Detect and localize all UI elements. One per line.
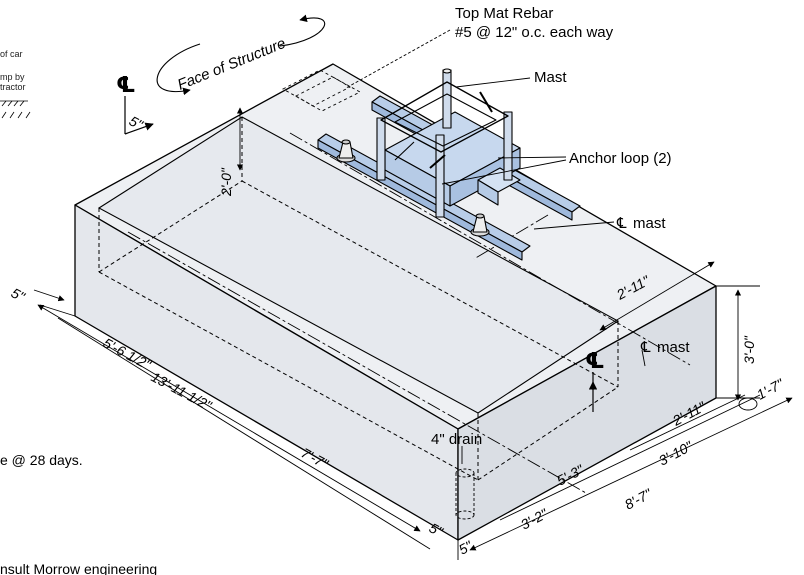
mast-assembly <box>317 68 581 261</box>
mast-posts <box>376 69 513 218</box>
margin-note-1: of car <box>0 49 23 59</box>
callout-cl-mast-side: mast <box>657 339 690 356</box>
dim-8-7: 8'-7" <box>622 485 655 513</box>
centerline-symbol-top: ℄ <box>616 215 627 232</box>
dim-top-offset: 5" <box>127 113 147 134</box>
ground-hatch <box>0 100 31 119</box>
margin-note-2a: mp by <box>0 72 25 82</box>
margin-note-3: e @ 28 days. <box>0 452 83 468</box>
section-marker-left-symbol: ℄ <box>116 72 136 97</box>
top-mat-rebar-hint <box>282 69 361 112</box>
anchor-bolt-left <box>336 139 356 163</box>
callout-leaders <box>345 29 646 464</box>
dim-mast-offset: 1'-7" <box>754 375 787 403</box>
callout-top-mat-rebar-spec: #5 @ 12" o.c. each way <box>455 24 614 41</box>
margin-note-2b: tractor <box>0 82 26 92</box>
dim-height: 3'-0" <box>741 335 757 364</box>
section-marker-left <box>124 96 154 135</box>
dim-pit-depth: 2'-0" <box>218 167 234 197</box>
face-of-structure-label: Face of Structure <box>175 35 288 94</box>
callout-top-mat-rebar-title: Top Mat Rebar <box>455 5 553 22</box>
anchor-bolt-right <box>470 213 490 237</box>
mast-frame <box>380 81 509 153</box>
section-marker-right-symbol: ℄ <box>585 348 605 373</box>
callout-cl-mast-top: mast <box>633 215 666 232</box>
dim-left-offset: 5" <box>9 285 29 306</box>
callout-anchor-loop: Anchor loop (2) <box>569 150 672 167</box>
face-of-structure-arrow <box>156 14 326 96</box>
margin-note-4: nsult Morrow engineering <box>0 561 157 575</box>
callout-mast: Mast <box>534 69 567 86</box>
centerline-symbol-side: ℄ <box>640 339 651 356</box>
callout-drain: 4" drain <box>431 431 482 448</box>
dimension-lines <box>33 107 793 560</box>
